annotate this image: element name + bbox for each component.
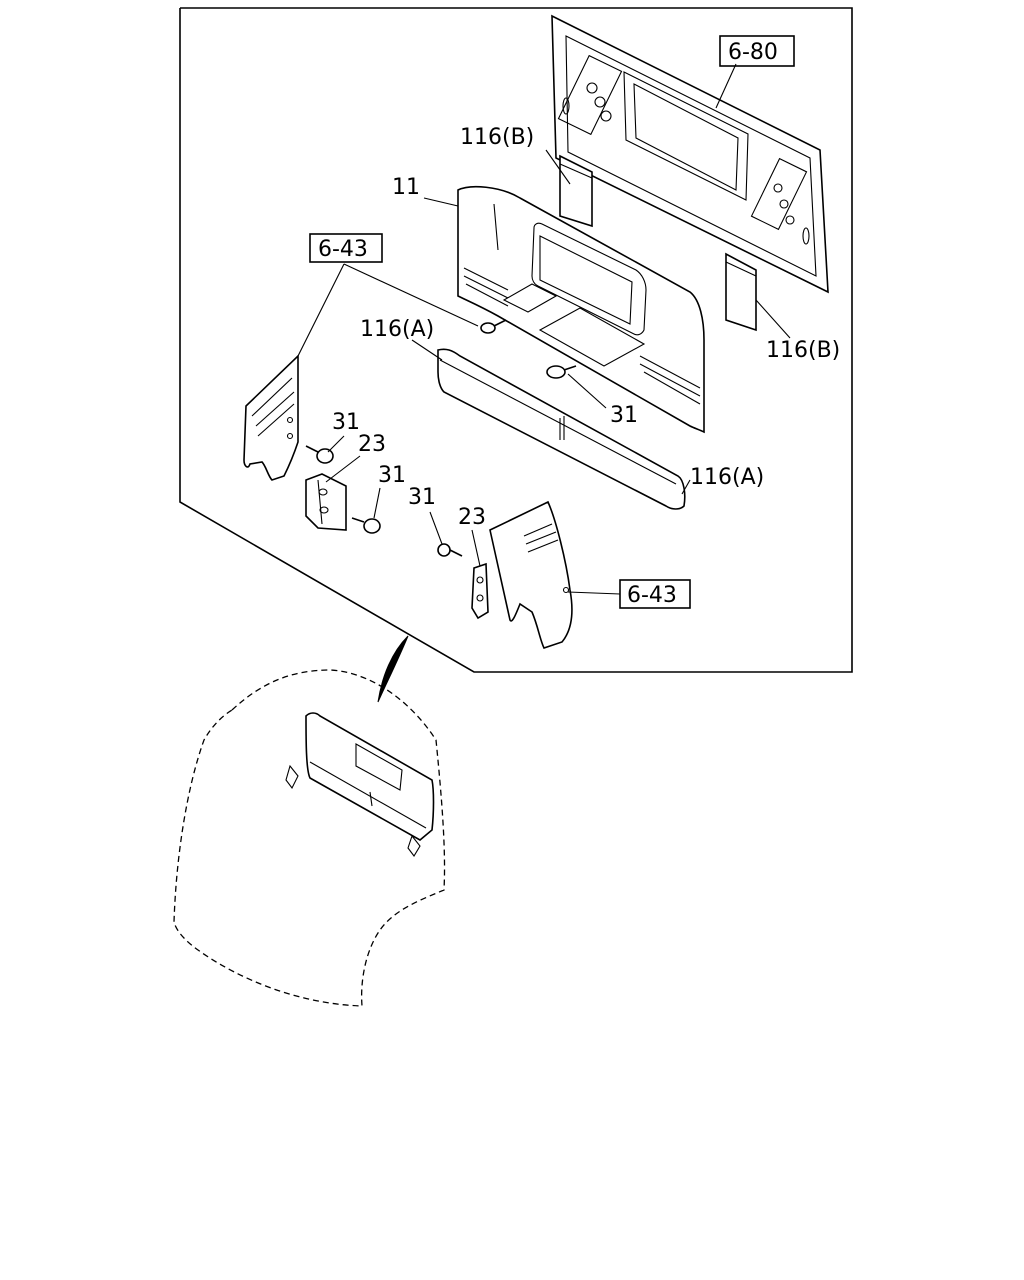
back-wall-panel xyxy=(551,14,829,294)
label-31-center: 31 xyxy=(610,403,638,428)
pad-116b-lower xyxy=(725,252,757,332)
exploded-view-frame xyxy=(179,7,853,673)
left-quarter-trim xyxy=(243,354,299,481)
rear-trim-panel xyxy=(457,185,705,434)
pad-116a xyxy=(437,348,686,510)
label-23-right: 23 xyxy=(458,505,486,530)
label-6-43-left: 6-43 xyxy=(318,237,368,262)
label-116b-right: 116(B) xyxy=(766,338,840,363)
label-116b-top: 116(B) xyxy=(460,125,534,150)
clip-31-right xyxy=(437,543,463,557)
label-31-right: 31 xyxy=(408,485,436,510)
pad-116b-upper xyxy=(559,154,593,228)
label-6-80: 6-80 xyxy=(728,40,778,65)
leader-lines xyxy=(297,63,791,595)
clip-31-center xyxy=(546,365,577,379)
bracket-23-left xyxy=(305,473,347,531)
right-quarter-trim xyxy=(489,500,573,649)
cab-outline xyxy=(173,669,446,1007)
label-31-left-a: 31 xyxy=(332,410,360,435)
callout-box-6-43-right xyxy=(619,579,691,609)
callout-box-6-43-left xyxy=(309,233,383,263)
label-116a-left: 116(A) xyxy=(360,317,434,342)
location-pointer-arrow xyxy=(377,635,409,703)
label-31-left-b: 31 xyxy=(378,463,406,488)
clip-31-left-a xyxy=(305,445,334,464)
label-11: 11 xyxy=(392,175,420,200)
bracket-23-right xyxy=(471,562,489,620)
label-23-left: 23 xyxy=(358,432,386,457)
callout-box-6-80 xyxy=(719,35,795,67)
label-6-43-right: 6-43 xyxy=(627,583,677,608)
clip-31-left-b xyxy=(351,517,381,534)
rivet xyxy=(480,319,507,334)
label-116a-right: 116(A) xyxy=(690,465,764,490)
